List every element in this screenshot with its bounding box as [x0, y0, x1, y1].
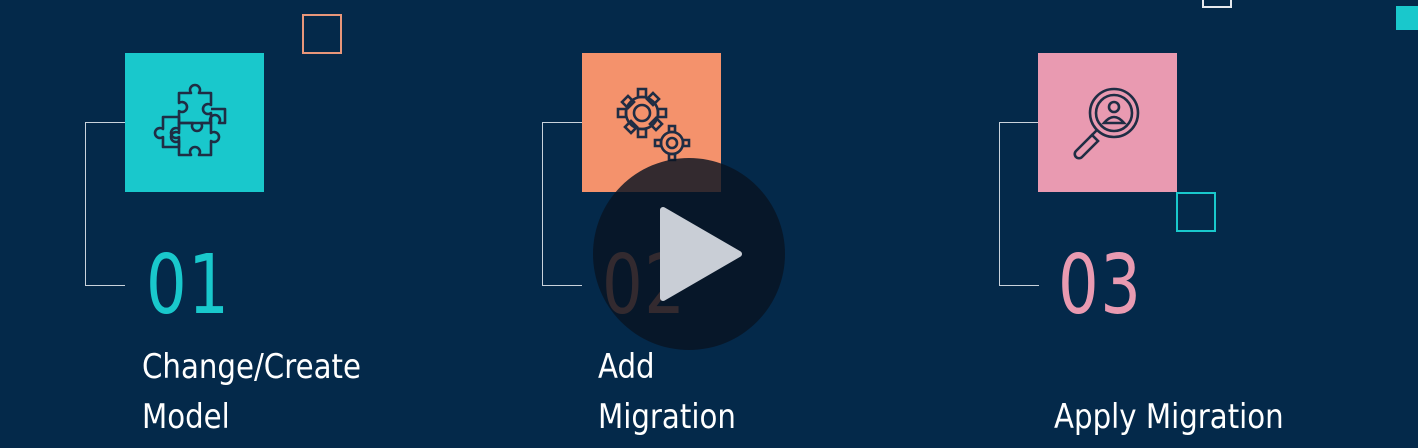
step-number: 01: [146, 238, 231, 333]
step-label: Change/Create Model: [142, 342, 361, 442]
decorative-square-solid: [1396, 6, 1418, 30]
puzzle-icon: [153, 83, 226, 156]
step-connector-line: [542, 122, 582, 286]
decorative-square-outline: [1176, 192, 1216, 232]
step-label-line: Apply Migration: [1054, 397, 1284, 437]
step-label-line: Model: [142, 397, 230, 437]
step-connector-line: [999, 122, 1039, 286]
play-icon: [660, 207, 742, 301]
step-label-line: Migration: [598, 397, 736, 437]
step-icon-tile: [1038, 53, 1177, 192]
decorative-square-outline: [302, 14, 342, 54]
magnifier-user-icon: [1072, 87, 1139, 160]
step-icon-tile: [125, 53, 264, 192]
step-label: Add Migration: [598, 342, 736, 442]
step-label-line: Add: [598, 347, 655, 387]
step-label: Apply Migration: [1054, 392, 1284, 442]
step-label-line: Change/Create: [142, 347, 361, 387]
decorative-square-outline: [1202, 0, 1232, 8]
step-number: 03: [1058, 238, 1143, 333]
play-button[interactable]: [593, 158, 785, 350]
step-connector-line: [85, 122, 125, 286]
